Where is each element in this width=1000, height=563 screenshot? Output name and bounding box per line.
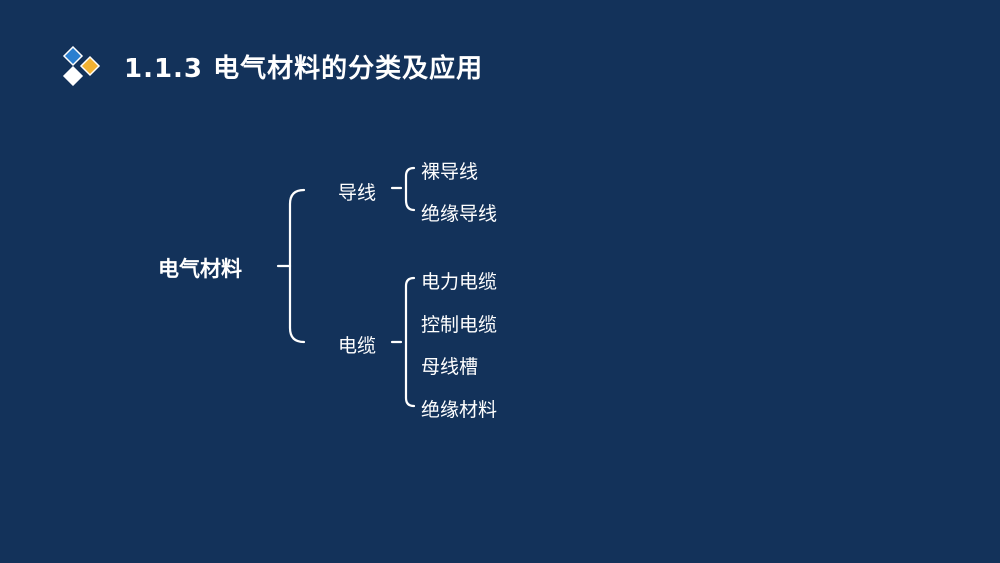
slide-title: 1.1.3 电气材料的分类及应用 xyxy=(124,54,484,84)
logo-blue-diamond xyxy=(62,46,84,67)
diamond-logo-icon xyxy=(62,46,101,86)
leaf-node: 绝缘材料 xyxy=(421,399,498,421)
leaf-node: 绝缘导线 xyxy=(421,203,498,225)
branch-daoxian-bracket xyxy=(404,166,416,212)
logo-yellow-diamond xyxy=(79,55,101,77)
main-bracket xyxy=(288,188,306,344)
root-node: 电气材料 xyxy=(158,257,242,281)
logo-white-diamond xyxy=(62,65,84,86)
branch-node-dianlan: 电缆 xyxy=(338,335,377,357)
leaf-node: 裸导线 xyxy=(421,161,479,183)
branch-node-daoxian: 导线 xyxy=(338,182,377,204)
branch-dianlan-bracket xyxy=(404,276,416,408)
leaf-node: 电力电缆 xyxy=(421,271,498,293)
leaf-node: 控制电缆 xyxy=(421,314,498,336)
leaf-node: 母线槽 xyxy=(421,356,479,378)
